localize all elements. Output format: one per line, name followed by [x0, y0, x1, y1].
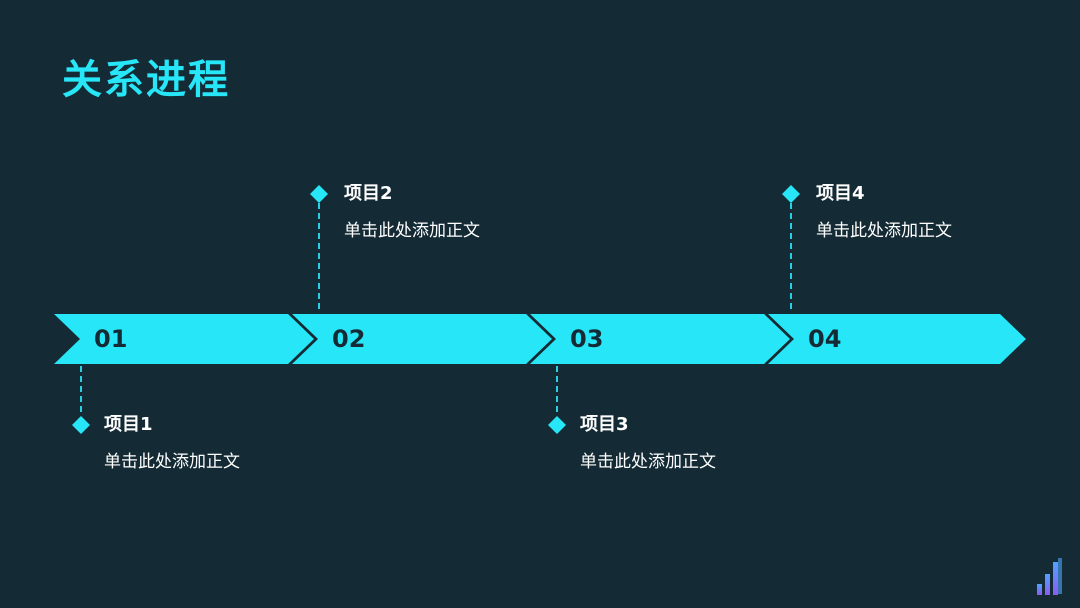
- bar-chart-logo-icon: [1037, 558, 1062, 595]
- step-number-4: 04: [808, 325, 842, 353]
- step-label-3: 项目3: [580, 414, 629, 435]
- step-label-1: 项目1: [104, 414, 153, 435]
- step-label-2: 项目2: [344, 183, 393, 204]
- chevron-step-4: [768, 314, 1026, 364]
- step-number-2: 02: [332, 325, 366, 353]
- diamond-icon: [72, 416, 90, 434]
- chevron-step-3: [530, 314, 790, 364]
- chevron-step-2: [292, 314, 552, 364]
- step-text-4[interactable]: 单击此处添加正文: [816, 221, 952, 241]
- chevron-step-1: [54, 314, 314, 364]
- step-number-1: 01: [94, 325, 128, 353]
- step-text-1[interactable]: 单击此处添加正文: [104, 452, 240, 472]
- step-label-4: 项目4: [816, 183, 865, 204]
- step-text-3[interactable]: 单击此处添加正文: [580, 452, 716, 472]
- diamond-icon: [548, 416, 566, 434]
- diamond-icon: [782, 185, 800, 203]
- step-text-2[interactable]: 单击此处添加正文: [344, 221, 480, 241]
- page-title: 关系进程: [62, 57, 230, 103]
- diamond-icon: [310, 185, 328, 203]
- step-number-3: 03: [570, 325, 604, 353]
